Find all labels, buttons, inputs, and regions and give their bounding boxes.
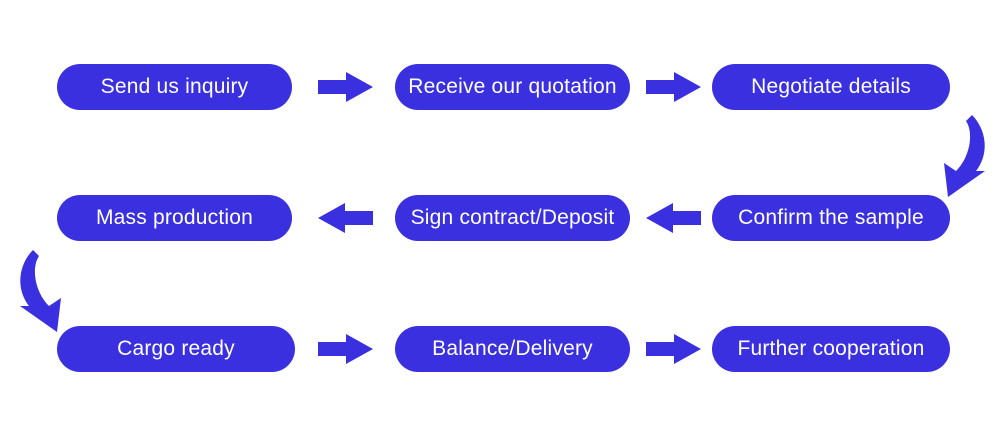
step-confirm-the-sample: Confirm the sample — [712, 195, 950, 241]
step-label: Negotiate details — [751, 75, 911, 98]
step-mass-production: Mass production — [57, 195, 292, 241]
arrow-right-icon — [318, 72, 373, 102]
step-negotiate-details: Negotiate details — [712, 64, 950, 110]
step-label: Balance/Delivery — [432, 337, 593, 360]
step-label: Sign contract/Deposit — [410, 206, 615, 229]
arrow-right-icon — [646, 334, 701, 364]
curved-arrow-down-left-icon — [944, 115, 985, 197]
step-label: Cargo ready — [117, 337, 235, 360]
step-further-cooperation: Further cooperation — [712, 326, 950, 372]
step-send-us-inquiry: Send us inquiry — [57, 64, 292, 110]
step-label: Mass production — [95, 206, 254, 229]
step-cargo-ready: Cargo ready — [57, 326, 295, 372]
step-balance-delivery: Balance/Delivery — [395, 326, 630, 372]
step-sign-contract-deposit: Sign contract/Deposit — [395, 195, 630, 241]
step-label: Send us inquiry — [100, 75, 249, 98]
arrow-left-icon — [318, 203, 373, 233]
arrow-right-icon — [318, 334, 373, 364]
arrow-right-icon — [646, 72, 701, 102]
curved-arrow-down-right-icon — [20, 250, 61, 332]
arrow-left-icon — [646, 203, 701, 233]
step-label: Further cooperation — [737, 337, 925, 360]
step-receive-our-quotation: Receive our quotation — [395, 64, 630, 110]
step-label: Receive our quotation — [408, 75, 617, 98]
step-label: Confirm the sample — [738, 206, 924, 229]
